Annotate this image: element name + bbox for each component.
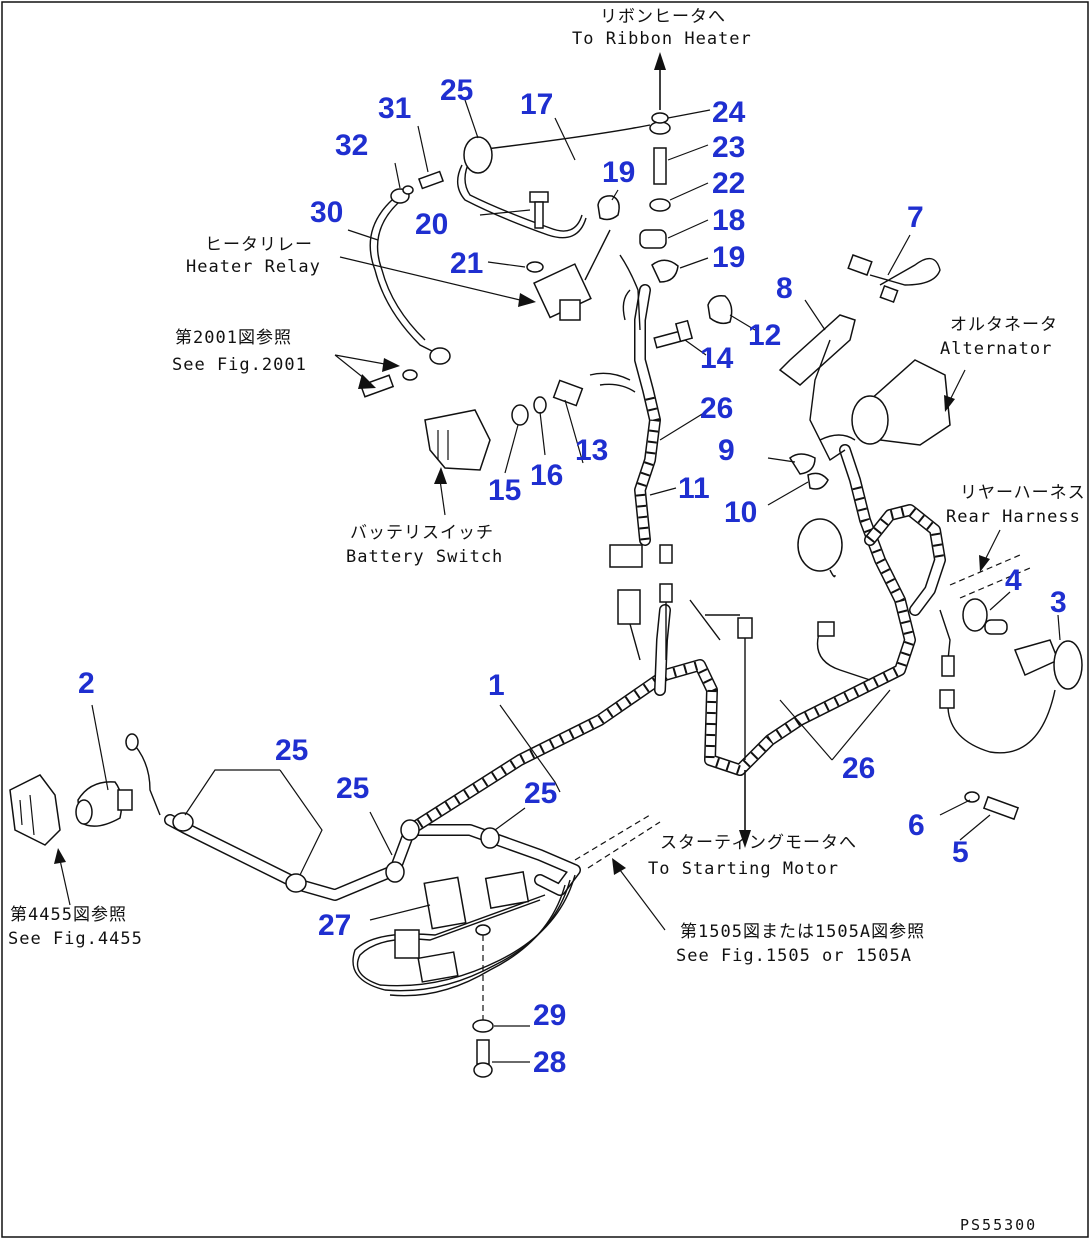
part-number-1: 1 (488, 669, 505, 702)
part-number-9: 9 (718, 434, 735, 467)
ribbon-heater-jp-label: リボンヒータへ (600, 7, 726, 27)
part-number-19b: 19 (712, 241, 745, 274)
part-number-29: 29 (533, 999, 566, 1032)
part-number-14: 14 (700, 342, 734, 375)
part-number-21: 21 (450, 247, 483, 280)
part-number-32: 32 (335, 129, 368, 162)
alternator-jp-label: オルタネータ (950, 315, 1058, 335)
see-fig-4455-en-label: See Fig.4455 (8, 929, 143, 949)
starting-motor-jp-label: スターティングモータへ (660, 833, 857, 853)
see-fig-1505-en-label: See Fig.1505 or 1505A (676, 946, 912, 966)
battery-cable-30 (359, 170, 451, 398)
part-number-13: 13 (575, 434, 608, 467)
part-number-4: 4 (1005, 564, 1022, 597)
part-number-17: 17 (520, 88, 553, 121)
see-fig-2001-en-label: See Fig.2001 (172, 355, 307, 375)
heater-relay-jp-label: ヒータリレー (205, 235, 313, 255)
part-number-25a: 25 (440, 74, 473, 107)
part-number-8: 8 (776, 272, 793, 305)
part-number-23: 23 (712, 131, 745, 164)
battery-switch-en-label: Battery Switch (346, 547, 503, 567)
part-number-24: 24 (712, 96, 746, 129)
part-number-26b: 26 (842, 752, 875, 785)
heater-relay-en-label: Heater Relay (186, 257, 321, 277)
alternator-side-parts (778, 254, 1083, 821)
part-number-25c: 25 (336, 772, 369, 805)
main-harness (164, 284, 946, 901)
part-number-5: 5 (952, 836, 969, 869)
part-number-22: 22 (712, 167, 745, 200)
rear-harness-en-label: Rear Harness (946, 507, 1081, 527)
part-number-30: 30 (310, 196, 343, 229)
part-number-25b: 25 (275, 734, 308, 767)
battery-switch-jp-label: バッテリスイッチ (350, 523, 494, 543)
part-number-6: 6 (908, 809, 925, 842)
part-number-20: 20 (415, 208, 448, 241)
alternator-en-label: Alternator (940, 339, 1052, 359)
part-number-18: 18 (712, 204, 745, 237)
starting-motor-indicator (574, 770, 751, 869)
part-number-11: 11 (678, 472, 710, 505)
figure-code: PS55300 (960, 1216, 1037, 1234)
see-fig-1505-jp-label: 第1505図または1505A図参照 (680, 922, 925, 942)
see-fig-4455-jp-label: 第4455図参照 (10, 905, 127, 925)
ribbon-heater-en-label: To Ribbon Heater (572, 29, 752, 49)
part-number-19a: 19 (602, 156, 635, 189)
part-number-16: 16 (530, 459, 563, 492)
part-number-28: 28 (533, 1046, 566, 1079)
part-number-27: 27 (318, 909, 351, 942)
see-fig-2001-jp-label: 第2001図参照 (175, 328, 292, 348)
part-number-25d: 25 (524, 777, 557, 810)
leader-lines (54, 99, 1061, 1063)
connector-cluster-center (609, 544, 753, 760)
starting-motor-en-label: To Starting Motor (648, 859, 839, 879)
part-number-31: 31 (378, 92, 411, 125)
rear-harness-jp-label: リヤーハーネス (960, 483, 1086, 503)
lower-harness-loop (352, 871, 576, 997)
part-number-15: 15 (488, 474, 521, 507)
part-number-3: 3 (1050, 586, 1067, 619)
part-number-7: 7 (907, 201, 924, 234)
part-number-12: 12 (748, 319, 781, 352)
heater-relay-assembly (424, 52, 733, 471)
left-side-parts (9, 733, 500, 1078)
part-number-26a: 26 (700, 392, 733, 425)
part-number-10: 10 (724, 496, 757, 529)
part-number-2: 2 (78, 667, 95, 700)
